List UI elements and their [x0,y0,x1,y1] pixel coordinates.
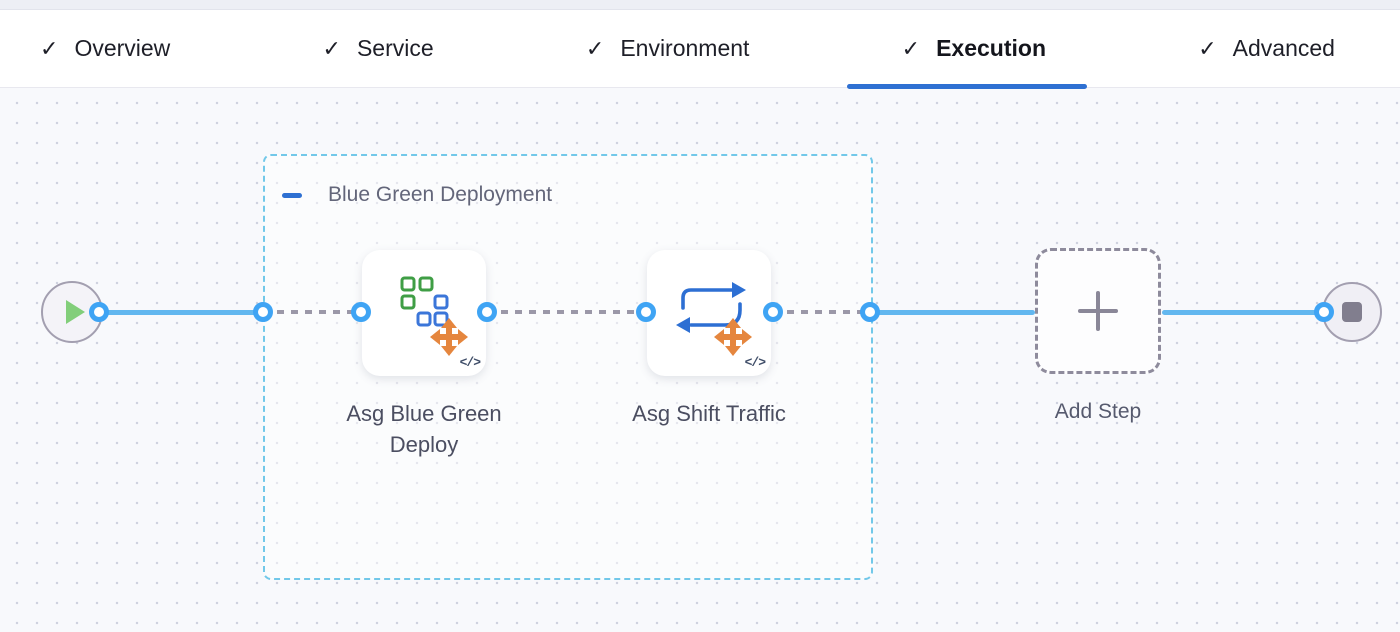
port-group-in[interactable] [253,302,273,322]
tab-label: Service [356,35,434,61]
step-name-asg-blue-green-deploy: Asg Blue Green Deploy [346,401,502,457]
asg-shift-traffic-icon [676,282,752,356]
tab-overview[interactable]: ✓ Overview [40,35,170,62]
connector-group-to-step1 [263,310,361,314]
pipeline-canvas: Blue Green Deployment [0,88,1400,632]
step-card-asg-shift-traffic[interactable]: </> [647,250,771,376]
code-badge: </> [459,355,481,370]
port-step2-out[interactable] [763,302,783,322]
tab-execution[interactable]: ✓ Execution [902,35,1046,62]
step-group-title: Blue Green Deployment [328,183,553,206]
step-group-blue-green-deployment: Blue Green Deployment [263,154,873,580]
asg-blue-green-deploy-icon [400,276,468,356]
check-icon: ✓ [585,35,605,61]
port-end-in[interactable] [1314,302,1334,322]
step-card-asg-blue-green-deploy[interactable]: </> [362,250,486,376]
port-step1-out[interactable] [477,302,497,322]
pipeline-end-node [1322,282,1382,342]
port-step2-in[interactable] [636,302,656,322]
check-icon: ✓ [322,35,341,61]
tab-label: Advanced [1232,35,1335,61]
port-step1-in[interactable] [351,302,371,322]
check-icon: ✓ [1198,35,1217,61]
step-name-asg-shift-traffic: Asg Shift Traffic [632,401,786,426]
port-start-out[interactable] [89,302,109,322]
move-cross-icon [714,318,752,356]
connector-step2-to-group-edge [773,310,870,314]
port-group-out[interactable] [860,302,880,322]
tab-service[interactable]: ✓ Service [323,35,434,62]
check-icon: ✓ [901,35,921,61]
collapse-group-icon[interactable] [282,192,302,198]
move-cross-icon [430,318,468,356]
tab-environment[interactable]: ✓ Environment [586,35,750,62]
check-icon: ✓ [40,35,59,61]
tab-advanced[interactable]: ✓ Advanced [1198,35,1335,62]
code-badge: </> [744,355,766,370]
stop-icon [1342,302,1362,322]
add-step-button[interactable] [1035,248,1161,374]
tab-label: Overview [74,35,171,61]
active-tab-indicator [847,84,1087,89]
stage-tabs: ✓ Overview ✓ Service ✓ Environment ✓ Exe… [0,10,1400,88]
play-icon [66,300,85,324]
top-strip [0,0,1400,10]
tab-label: Environment [620,35,750,61]
connector-group-to-add-step [870,309,1035,315]
tab-label: Execution [936,35,1047,61]
connector-step1-to-step2 [487,310,646,314]
connector-add-step-to-end [1162,309,1324,315]
step-group-header: Blue Green Deployment [282,182,552,208]
add-step-label: Add Step [1054,400,1142,423]
plus-icon [1078,291,1118,331]
connector-start-to-group [99,309,263,315]
